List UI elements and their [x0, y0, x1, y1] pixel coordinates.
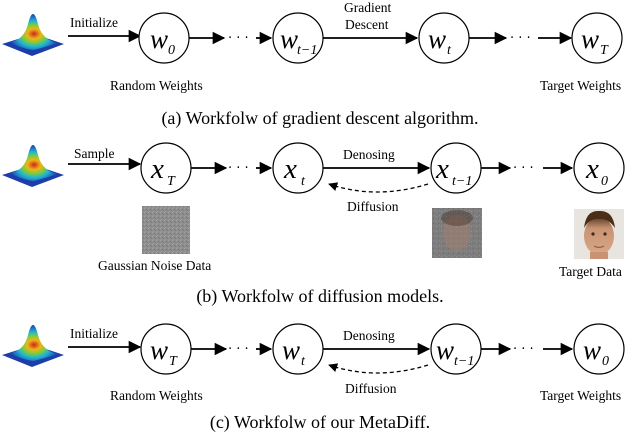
node-xt: x t — [272, 142, 324, 194]
node-var: w — [282, 335, 300, 365]
node-xt-minus-1: x t−1 — [430, 142, 482, 194]
node-wT: w T — [140, 323, 192, 375]
node-xT: x T — [140, 142, 192, 194]
node-sub: t — [301, 174, 306, 189]
node-var: x — [150, 153, 164, 185]
ellipsis-dots: · · · — [228, 342, 249, 357]
target-data-label: Target Data — [559, 264, 622, 279]
caption-c: (c) Workfolw of our MetaDiff. — [210, 412, 430, 433]
panel-b: Sample x T · · · x t Denosing Diffusion … — [2, 142, 625, 307]
node-var: x — [585, 153, 599, 185]
node-sub: T — [167, 174, 176, 189]
target-weights-label: Target Weights — [540, 78, 621, 93]
random-weights-label: Random Weights — [110, 78, 203, 93]
node-w0: w 0 — [138, 12, 190, 64]
caption-b: (b) Workfolw of diffusion models. — [196, 286, 443, 307]
node-sub: 0 — [601, 174, 608, 189]
node-sub: T — [169, 354, 178, 369]
node-var: w — [436, 335, 454, 365]
node-var: x — [435, 153, 449, 185]
ellipsis-dots: · · · — [513, 161, 534, 176]
sample-label: Sample — [74, 146, 115, 161]
node-sub: t — [447, 43, 452, 58]
node-var: w — [583, 335, 601, 365]
node-wt: w t — [272, 323, 324, 375]
denosing-label: Denosing — [343, 328, 395, 343]
diffusion-arrow — [328, 182, 429, 193]
node-var: w — [428, 24, 446, 54]
noisy-face-image — [432, 208, 482, 258]
node-var: w — [581, 24, 599, 54]
descent-label: Descent — [345, 17, 389, 32]
random-weights-label: Random Weights — [110, 388, 203, 403]
caption-a: (a) Workfolw of gradient descent algorit… — [161, 108, 478, 129]
node-sub: 0 — [168, 43, 175, 58]
node-sub: 0 — [602, 354, 609, 369]
node-sub: t−1 — [452, 174, 472, 189]
gaussian-peak-icon — [2, 325, 64, 367]
gaussian-noise-label: Gaussian Noise Data — [98, 258, 211, 273]
ellipsis-dots: · · · — [228, 161, 249, 176]
node-wt-minus-1: w t−1 — [272, 12, 324, 64]
target-face-image — [574, 209, 624, 259]
node-wt-minus-1: w t−1 — [430, 323, 482, 375]
panel-a: Initialize w 0 · · · w t−1 Gradient Desc… — [2, 0, 623, 129]
node-var: w — [150, 24, 168, 54]
diffusion-label: Diffusion — [347, 199, 399, 214]
ellipsis-dots: · · · — [513, 342, 534, 357]
ellipsis-dots: · · · — [510, 31, 531, 46]
gaussian-peak-icon — [2, 14, 64, 56]
gradient-label: Gradient — [344, 0, 391, 15]
denosing-label: Denosing — [343, 147, 395, 162]
initialize-label: Initialize — [70, 15, 118, 30]
initialize-label: Initialize — [70, 326, 118, 341]
node-wT: w T — [571, 12, 623, 64]
diffusion-label: Diffusion — [345, 381, 397, 396]
gaussian-noise-image — [142, 206, 190, 254]
target-weights-label: Target Weights — [540, 388, 621, 403]
ellipsis-dots: · · · — [228, 31, 249, 46]
node-var: x — [283, 153, 297, 185]
node-sub: t−1 — [454, 354, 474, 369]
node-x0: x 0 — [573, 142, 625, 194]
node-sub: t — [301, 354, 306, 369]
node-wt: w t — [418, 12, 470, 64]
node-sub: t−1 — [297, 43, 317, 58]
diffusion-arrow — [328, 363, 429, 374]
gaussian-peak-icon — [2, 145, 64, 187]
node-sub: T — [600, 43, 609, 58]
node-w0: w 0 — [573, 323, 625, 375]
node-var: w — [280, 24, 298, 54]
panel-c: Initialize w T · · · w t Denosing Diffus… — [2, 323, 625, 433]
node-var: w — [150, 335, 168, 365]
